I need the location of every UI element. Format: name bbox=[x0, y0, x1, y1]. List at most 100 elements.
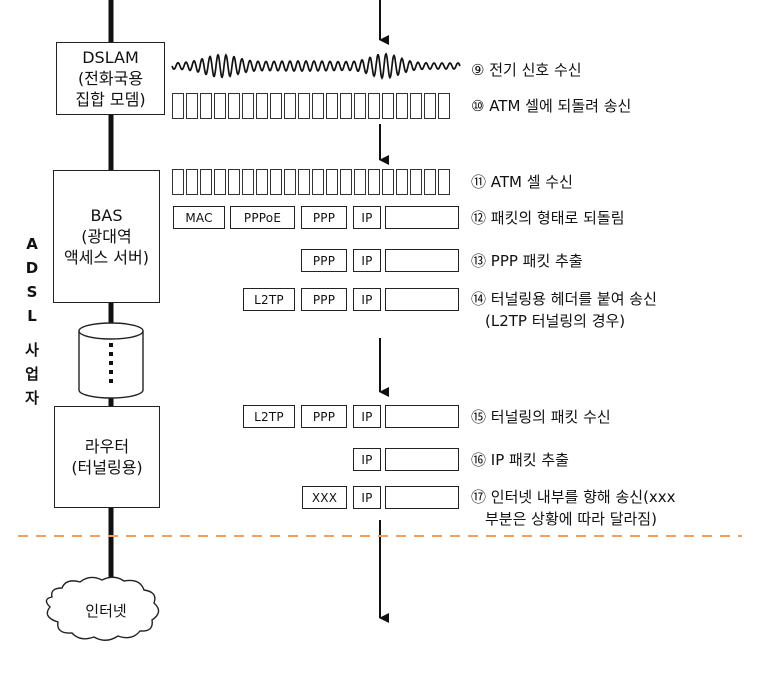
packet-data bbox=[385, 448, 459, 471]
atm-cell bbox=[242, 169, 254, 195]
packet-header-ip: IP bbox=[353, 249, 381, 272]
atm-cell bbox=[354, 169, 366, 195]
step-17-label: ⑰ 인터넷 내부를 향해 송신(xxx 부분은 상황에 따라 달라짐) bbox=[471, 486, 676, 530]
packet-header-ppp: PPP bbox=[301, 405, 347, 428]
side-letter: D bbox=[25, 259, 39, 277]
atm-cell bbox=[284, 93, 296, 119]
step-13-label: ⑬ PPP 패킷 추출 bbox=[471, 252, 583, 270]
bas-subtitle-2: 액세스 서버) bbox=[64, 248, 149, 267]
atm-cell bbox=[200, 169, 212, 195]
packet-header-ip: IP bbox=[353, 288, 381, 311]
packet-header-ip: IP bbox=[353, 486, 381, 509]
side-letter: 자 bbox=[25, 389, 39, 407]
atm-cell bbox=[326, 169, 338, 195]
step-11-label: ⑪ ATM 셀 수신 bbox=[471, 173, 573, 191]
step-17-line-1: ⑰ 인터넷 내부를 향해 송신(xxx bbox=[471, 488, 676, 506]
side-letter: 업 bbox=[25, 365, 39, 383]
router-title: 라우터 bbox=[84, 437, 130, 456]
atm-cell bbox=[256, 93, 268, 119]
atm-cell bbox=[312, 93, 324, 119]
step-14-line-1: ⑭ 터널링용 헤더를 붙여 송신 bbox=[471, 290, 657, 308]
step-9-label: ⑨ 전기 신호 수신 bbox=[471, 61, 582, 79]
atm-cell bbox=[298, 93, 310, 119]
atm-cell bbox=[172, 93, 184, 119]
atm-cell bbox=[340, 169, 352, 195]
atm-cell bbox=[214, 93, 226, 119]
packet-header-ip: IP bbox=[353, 206, 381, 229]
packet-header-mac: MAC bbox=[173, 206, 225, 229]
step-17-line-2: 부분은 상황에 따라 달라짐) bbox=[485, 510, 657, 528]
atm-cell bbox=[284, 169, 296, 195]
dslam-subtitle-2: 집합 모뎀) bbox=[75, 90, 146, 109]
packet-header-pppoe: PPPoE bbox=[230, 206, 295, 229]
tunnel-cylinder bbox=[78, 322, 144, 399]
electric-signal-wave bbox=[171, 52, 461, 80]
router-box: 라우터 (터널링용) bbox=[54, 406, 160, 508]
step-12-label: ⑫ 패킷의 형태로 되돌림 bbox=[471, 209, 625, 227]
atm-cell bbox=[410, 93, 422, 119]
packet-header-ip: IP bbox=[353, 448, 381, 471]
atm-cells-received bbox=[172, 169, 450, 195]
packet-header-ppp: PPP bbox=[301, 206, 347, 229]
atm-cell bbox=[256, 169, 268, 195]
step-15-label: ⑮ 터널링의 패킷 수신 bbox=[471, 408, 611, 426]
packet-data bbox=[385, 249, 459, 272]
packet-header-ip: IP bbox=[353, 405, 381, 428]
dslam-subtitle-1: (전화국용 bbox=[77, 69, 144, 88]
internet-label: 인터넷 bbox=[85, 602, 127, 620]
router-subtitle: (터널링용) bbox=[71, 458, 143, 477]
atm-cell bbox=[298, 169, 310, 195]
atm-cell bbox=[270, 169, 282, 195]
atm-cell bbox=[312, 169, 324, 195]
bas-subtitle-1: (광대역 bbox=[81, 227, 132, 246]
atm-cell bbox=[340, 93, 352, 119]
atm-cell bbox=[326, 93, 338, 119]
bas-box: BAS (광대역 액세스 서버) bbox=[53, 170, 160, 303]
side-letter: A bbox=[26, 235, 38, 253]
atm-cell bbox=[438, 169, 450, 195]
atm-cell bbox=[214, 169, 226, 195]
atm-cell bbox=[242, 93, 254, 119]
atm-cell bbox=[270, 93, 282, 119]
atm-cell bbox=[382, 93, 394, 119]
step-14-label: ⑭ 터널링용 헤더를 붙여 송신 (L2TP 터널링의 경우) bbox=[471, 288, 657, 332]
packet-header-l2tp: L2TP bbox=[243, 288, 295, 311]
packet-data bbox=[385, 486, 459, 509]
atm-cell bbox=[200, 93, 212, 119]
packet-header-xxx: XXX bbox=[302, 486, 347, 509]
step-10-label: ⑩ ATM 셀에 되돌려 송신 bbox=[471, 97, 632, 115]
step-14-line-2: (L2TP 터널링의 경우) bbox=[485, 312, 626, 330]
atm-cell bbox=[172, 169, 184, 195]
step-16-label: ⑯ IP 패킷 추출 bbox=[471, 451, 569, 469]
packet-header-l2tp: L2TP bbox=[243, 405, 295, 428]
atm-cell bbox=[396, 93, 408, 119]
side-letter: 사 bbox=[25, 341, 39, 359]
atm-cell bbox=[368, 93, 380, 119]
packet-header-ppp: PPP bbox=[301, 288, 347, 311]
atm-cell bbox=[396, 169, 408, 195]
atm-cell bbox=[424, 169, 436, 195]
atm-cell bbox=[424, 93, 436, 119]
side-letter: L bbox=[27, 307, 37, 325]
packet-data bbox=[385, 405, 459, 428]
atm-cells-sent bbox=[172, 93, 450, 119]
side-letter: S bbox=[26, 283, 38, 301]
atm-cell bbox=[186, 169, 198, 195]
atm-cell bbox=[354, 93, 366, 119]
packet-data bbox=[385, 288, 459, 311]
atm-cell bbox=[438, 93, 450, 119]
atm-cell bbox=[186, 93, 198, 119]
bas-title: BAS bbox=[90, 206, 123, 225]
dslam-box: DSLAM (전화국용 집합 모뎀) bbox=[56, 42, 165, 115]
dslam-title: DSLAM bbox=[82, 48, 139, 67]
internet-cloud bbox=[45, 576, 160, 641]
atm-cell bbox=[382, 169, 394, 195]
packet-header-ppp: PPP bbox=[301, 249, 347, 272]
atm-cell bbox=[410, 169, 422, 195]
adsl-provider-vertical-label: A D S L 사 업 자 bbox=[22, 232, 42, 410]
atm-cell bbox=[228, 93, 240, 119]
atm-cell bbox=[368, 169, 380, 195]
packet-data bbox=[385, 206, 459, 229]
